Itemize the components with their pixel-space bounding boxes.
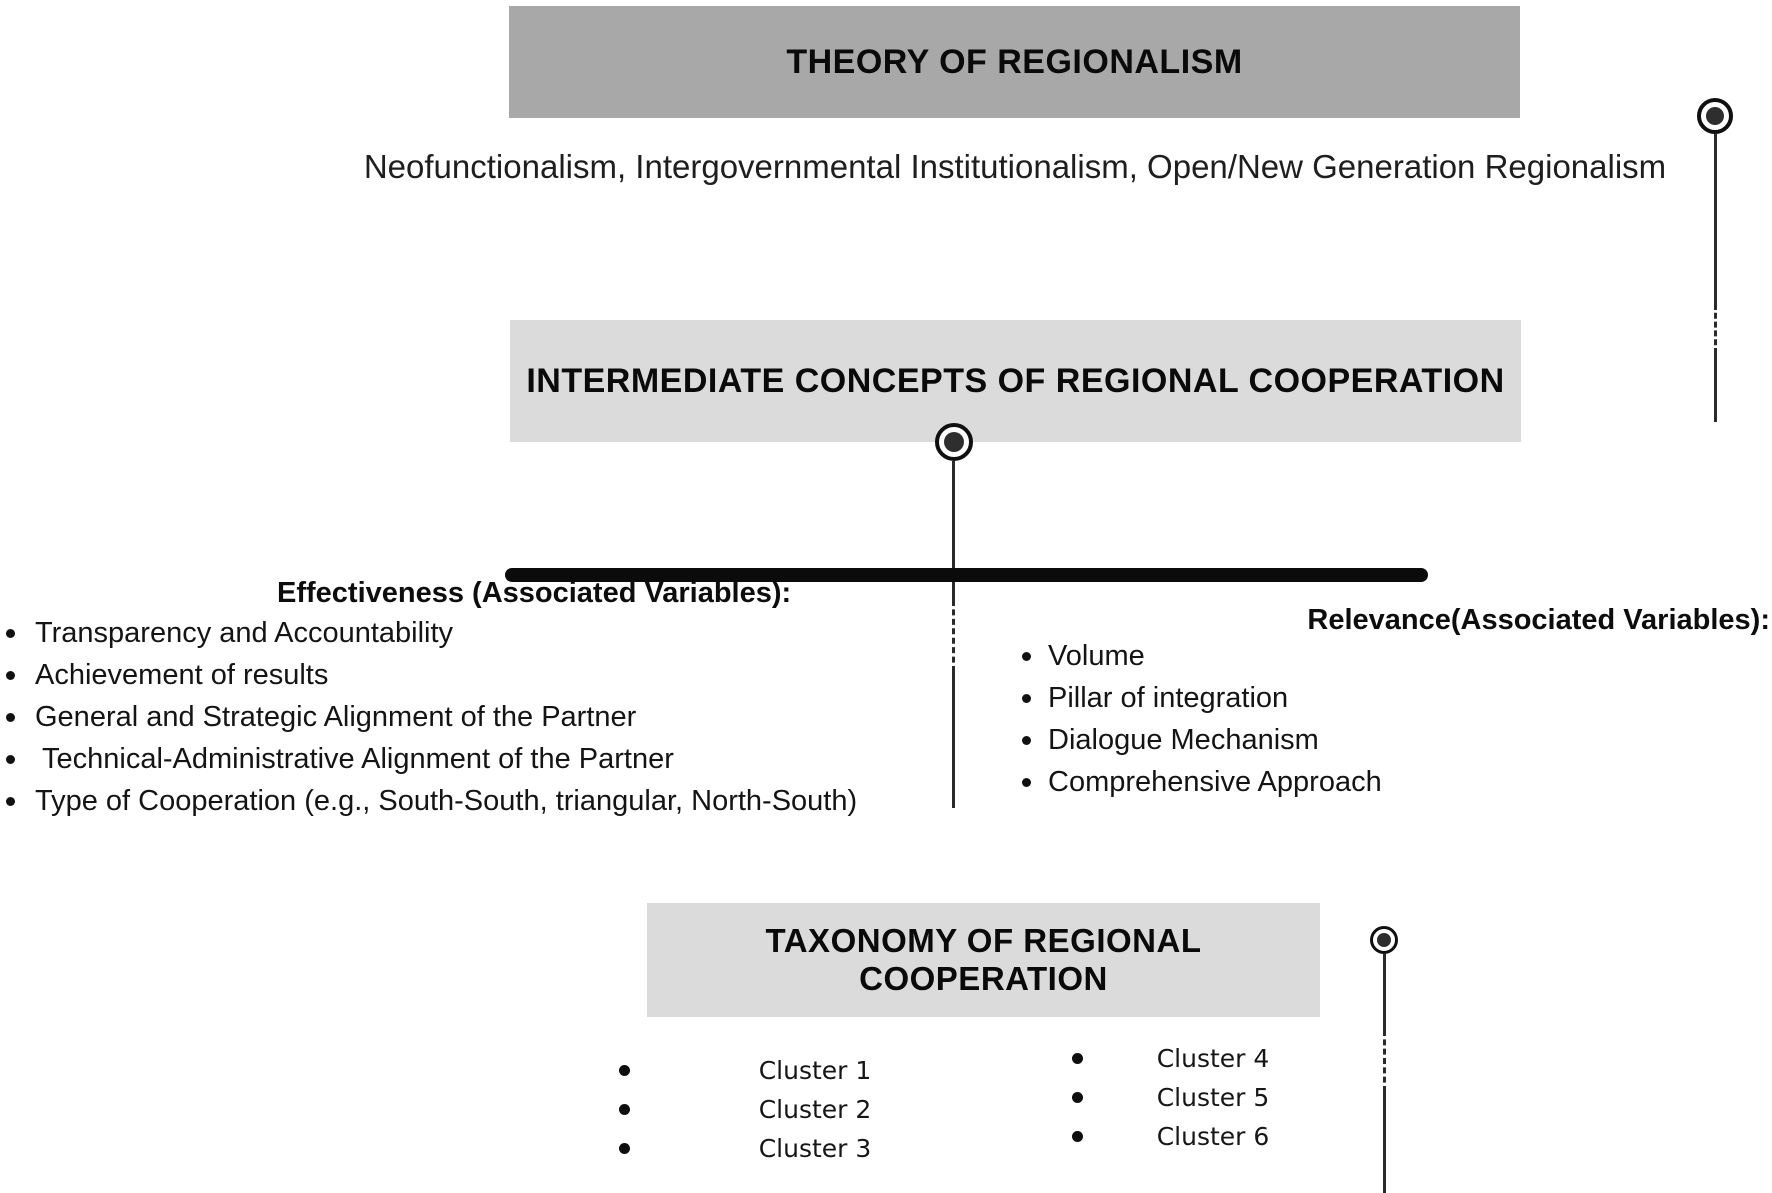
list-item: Achievement of results bbox=[0, 654, 857, 696]
list-item: Volume bbox=[1012, 635, 1382, 677]
theories-line: Neofunctionalism, Intergovernmental Inst… bbox=[363, 148, 1667, 185]
divider-bar bbox=[505, 568, 1428, 582]
center-connector-line bbox=[952, 461, 955, 600]
cluster-item: Cluster 5 bbox=[1068, 1078, 1358, 1117]
list-item: Pillar of integration bbox=[1012, 677, 1382, 719]
effectiveness-heading: Effectiveness (Associated Variables): bbox=[277, 577, 792, 609]
theory-box-title: THEORY OF REGIONALISM bbox=[786, 42, 1243, 81]
center-connector-line-dashed bbox=[952, 600, 955, 672]
relevance-list: Volume Pillar of integration Dialogue Me… bbox=[1012, 635, 1382, 803]
cluster-item: Cluster 6 bbox=[1068, 1117, 1358, 1156]
list-item: Transparency and Accountability bbox=[0, 612, 857, 654]
milestone-pin-top-icon bbox=[1697, 98, 1733, 134]
connector-line-bottom-right-end bbox=[1383, 1092, 1386, 1193]
taxonomy-box-title: TAXONOMY OF REGIONAL COOPERATION bbox=[765, 922, 1202, 997]
pin-dot-icon bbox=[944, 432, 964, 452]
connector-line-top-right-dashed bbox=[1714, 304, 1717, 354]
theory-box: THEORY OF REGIONALISM bbox=[509, 6, 1520, 118]
list-item: Type of Cooperation (e.g., South-South, … bbox=[0, 780, 857, 822]
intermediate-box: INTERMEDIATE CONCEPTS OF REGIONAL COOPER… bbox=[510, 320, 1521, 442]
milestone-pin-bottom-icon bbox=[1370, 926, 1398, 954]
clusters-left-list: Cluster 1 Cluster 2 Cluster 3 bbox=[615, 1051, 1015, 1168]
effectiveness-list: Transparency and Accountability Achievem… bbox=[0, 612, 857, 822]
cluster-item: Cluster 2 bbox=[615, 1090, 1015, 1129]
pin-dot-icon bbox=[1706, 107, 1724, 125]
connector-line-top-right bbox=[1714, 134, 1717, 304]
cluster-item: Cluster 4 bbox=[1068, 1039, 1358, 1078]
list-item: Comprehensive Approach bbox=[1012, 761, 1382, 803]
connector-line-top-right-end bbox=[1714, 354, 1717, 422]
clusters-right-list: Cluster 4 Cluster 5 Cluster 6 bbox=[1068, 1039, 1358, 1156]
cluster-item: Cluster 1 bbox=[615, 1051, 1015, 1090]
milestone-pin-middle-icon bbox=[935, 423, 973, 461]
intermediate-box-title: INTERMEDIATE CONCEPTS OF REGIONAL COOPER… bbox=[526, 361, 1505, 400]
connector-line-bottom-right-dashed bbox=[1383, 1030, 1386, 1092]
list-item: Technical-Administrative Alignment of th… bbox=[0, 738, 857, 780]
list-item: General and Strategic Alignment of the P… bbox=[0, 696, 857, 738]
taxonomy-box: TAXONOMY OF REGIONAL COOPERATION bbox=[647, 903, 1320, 1017]
connector-line-bottom-right bbox=[1383, 954, 1386, 1030]
pin-dot-icon bbox=[1377, 933, 1391, 947]
list-item: Dialogue Mechanism bbox=[1012, 719, 1382, 761]
center-connector-line-end bbox=[952, 672, 955, 808]
cluster-item: Cluster 3 bbox=[615, 1129, 1015, 1168]
relevance-heading: Relevance(Associated Variables): bbox=[1307, 604, 1770, 636]
